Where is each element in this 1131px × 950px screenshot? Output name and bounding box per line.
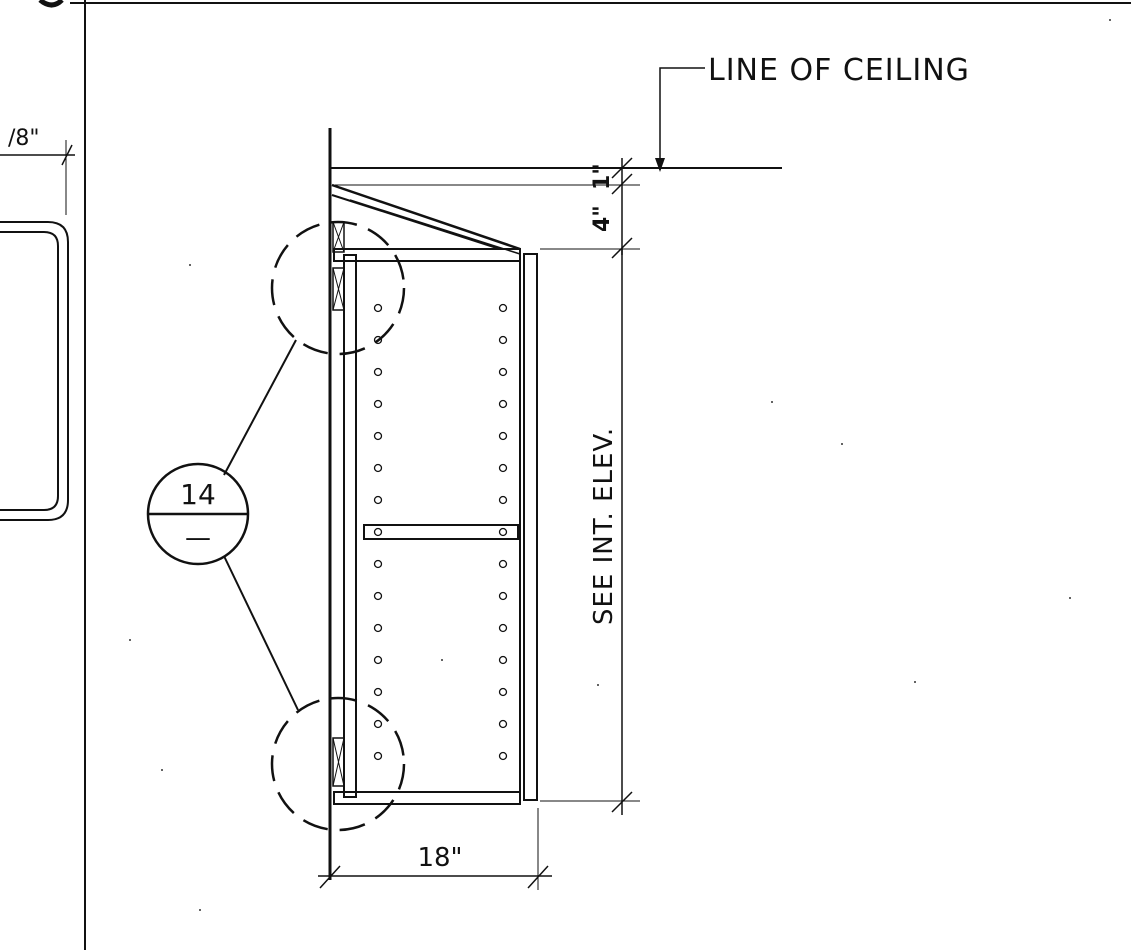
ceiling-dim-tick-bottom — [611, 237, 633, 259]
cabinet-door — [523, 253, 538, 801]
ceiling-dim-tick-mid — [611, 173, 633, 195]
pin-hole — [498, 527, 508, 537]
pin-hole — [498, 559, 508, 569]
pin-hole — [373, 623, 383, 633]
detail-number: 14 — [180, 478, 216, 511]
pin-hole — [373, 591, 383, 601]
detail-sheet: — — [185, 523, 211, 553]
see-int-elev-label: SEE INT. ELEV. — [589, 427, 619, 625]
pin-hole — [498, 495, 508, 505]
pin-hole — [373, 367, 383, 377]
pin-hole — [498, 431, 508, 441]
ceiling-arrow — [655, 158, 665, 172]
blocking-top-2-hatch — [332, 267, 345, 311]
cabinet-top-panel — [333, 248, 521, 262]
height-dim-tick-bottom — [611, 791, 633, 813]
dim-4-label: 4" — [590, 205, 615, 232]
pin-hole — [498, 719, 508, 729]
pin-hole — [373, 687, 383, 697]
pin-hole — [373, 463, 383, 473]
valance-top — [331, 183, 521, 251]
pin-hole — [373, 527, 383, 537]
pin-hole — [373, 495, 383, 505]
pin-hole — [498, 751, 508, 761]
pin-hole — [373, 655, 383, 665]
pin-hole — [373, 719, 383, 729]
dim-1-label: 1" — [590, 163, 615, 190]
left-dim-label: /8" — [8, 126, 40, 151]
blocking-bottom-hatch — [332, 737, 345, 787]
pin-hole — [373, 335, 383, 345]
pin-hole — [498, 335, 508, 345]
pin-hole — [498, 399, 508, 409]
detail-circle-top — [270, 220, 406, 356]
pin-hole — [373, 559, 383, 569]
pin-hole — [498, 655, 508, 665]
ceiling-leader — [659, 67, 705, 170]
pin-hole — [498, 367, 508, 377]
dim-18-label: 18" — [417, 843, 462, 873]
line-of-ceiling-label: LINE OF CEILING — [708, 53, 970, 88]
pin-hole — [373, 751, 383, 761]
cabinet-back-panel — [343, 254, 357, 798]
cabinet-bottom-panel — [333, 791, 521, 805]
pin-hole — [373, 303, 383, 313]
blocking-top-1-hatch — [332, 221, 345, 253]
left-panel-inner — [0, 231, 59, 511]
pin-hole — [373, 399, 383, 409]
pin-hole — [498, 623, 508, 633]
shelf-pin-holes — [373, 303, 508, 761]
valance-brace — [349, 199, 521, 255]
left-panel-outer — [0, 221, 69, 521]
valance-inner — [331, 194, 501, 250]
pin-hole — [498, 303, 508, 313]
cabinet-shelf — [363, 524, 519, 540]
pin-hole — [498, 687, 508, 697]
pin-hole — [498, 463, 508, 473]
depth-dim-tick-right — [527, 865, 549, 889]
left-dim-tick — [61, 144, 73, 166]
detail-leader-bottom — [223, 555, 299, 711]
previous-detail-fragment — [38, 0, 64, 8]
ceiling-dim-tick-top — [611, 157, 633, 179]
pin-hole — [373, 431, 383, 441]
depth-dim-tick-left — [319, 865, 341, 889]
detail-leader-top — [223, 339, 297, 476]
pin-hole — [498, 591, 508, 601]
detail-circle-bottom — [270, 696, 406, 832]
scan-specks — [129, 19, 1111, 911]
